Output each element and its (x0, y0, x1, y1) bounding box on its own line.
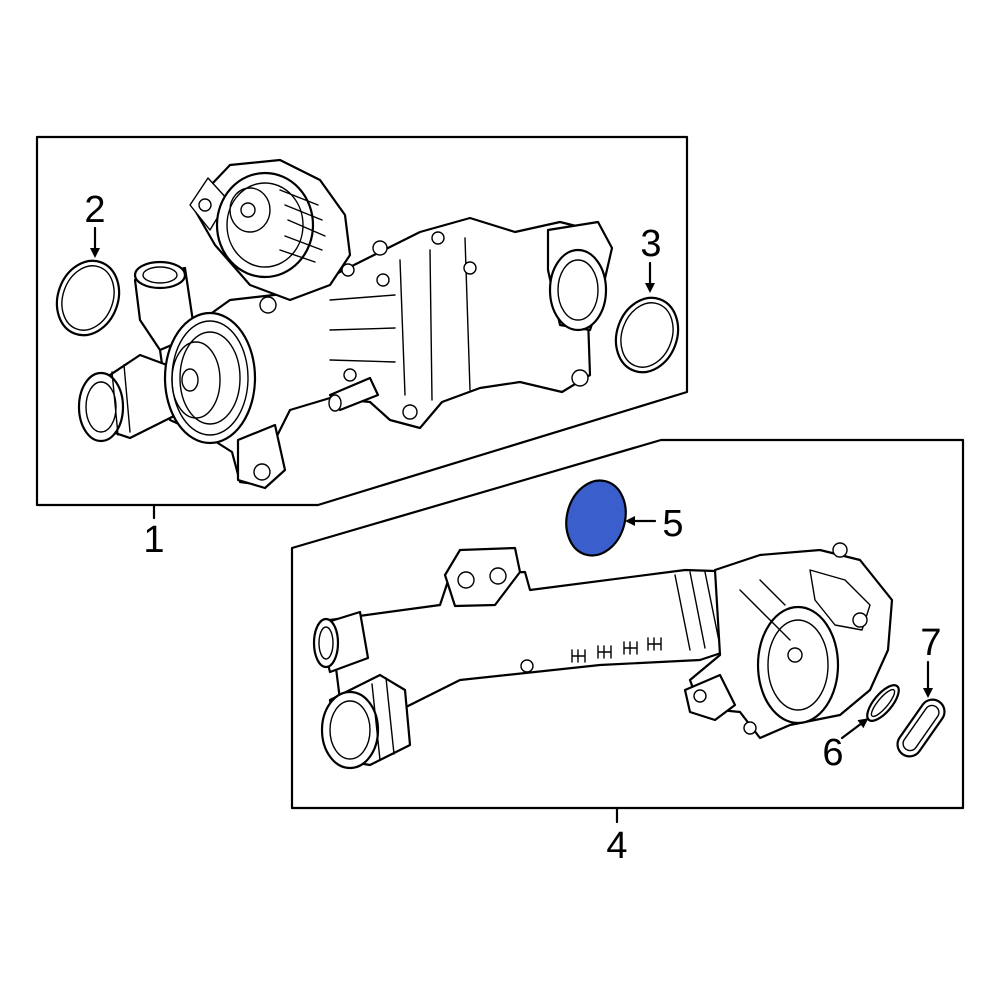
callout-5[interactable]: 5 (662, 503, 683, 545)
part-3-o-ring[interactable] (606, 289, 688, 381)
part-6-o-ring[interactable] (862, 680, 904, 725)
part-4-coolant-pipe[interactable] (312, 542, 894, 770)
callout-leaders (90, 226, 933, 824)
callout-3[interactable]: 3 (640, 223, 661, 265)
group-box-4 (290, 438, 965, 810)
callout-numbers: 1 2 3 4 5 6 7 (84, 189, 941, 867)
part-2-o-ring[interactable] (47, 252, 129, 344)
part-1-water-pump[interactable] (77, 158, 614, 490)
part-7-gasket[interactable] (893, 695, 949, 761)
callout-6[interactable]: 6 (822, 732, 843, 774)
callout-4[interactable]: 4 (606, 825, 627, 867)
callout-7[interactable]: 7 (920, 622, 941, 664)
callout-2[interactable]: 2 (84, 189, 105, 231)
group-box-1 (35, 135, 689, 507)
callout-1[interactable]: 1 (143, 519, 164, 561)
part-5-seal-highlighted[interactable] (558, 474, 634, 562)
